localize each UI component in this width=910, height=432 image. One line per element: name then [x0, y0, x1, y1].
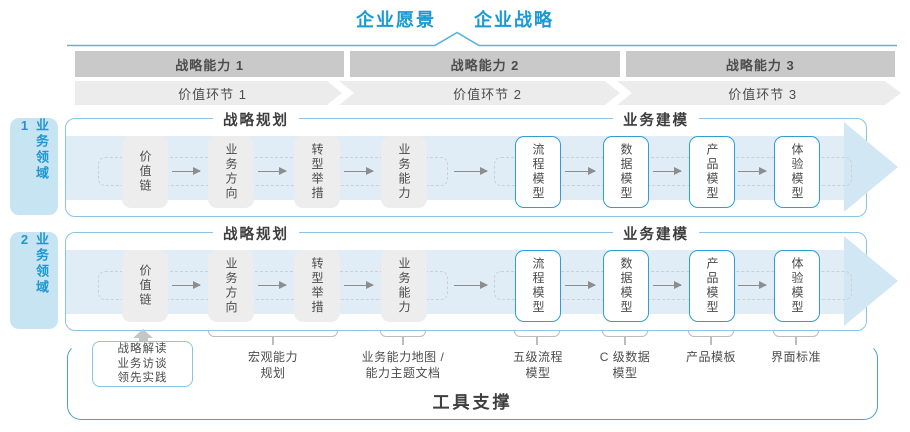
node-business-capability: 业务能力	[381, 250, 427, 322]
node-business-direction: 业务方向	[208, 136, 254, 208]
node-label: 业务方向	[224, 143, 238, 201]
capability-bar-3: 战略能力 3	[625, 51, 895, 77]
node-label: 转型举措	[310, 143, 324, 201]
capability-bar-1: 战略能力 1	[75, 51, 345, 77]
node-label: 业务能力	[397, 257, 411, 315]
page-title: 企业愿景 企业战略	[0, 6, 910, 32]
business-domain-row-2: 战略规划 业务建模 价值链 业务方向 转型举措 业务能力 流程模型 数据模型 产…	[65, 223, 898, 331]
node-experience-model: 体验模型	[774, 136, 820, 208]
flow-arrow-icon	[454, 281, 488, 288]
flow-arrow-icon	[258, 281, 287, 288]
brace-connector-icon	[380, 330, 426, 345]
business-domain-label-2: 业务领域 2	[10, 232, 58, 329]
node-transformation-initiatives: 转型举措	[294, 250, 340, 322]
node-label: 体验模型	[790, 143, 804, 201]
node-label: 数据模型	[619, 143, 633, 201]
dashed-modeling-stream	[494, 157, 852, 186]
node-business-capability: 业务能力	[381, 136, 427, 208]
dashed-modeling-stream	[494, 271, 852, 300]
section-title-modeling: 业务建模	[613, 223, 699, 244]
brace-connector-icon	[208, 330, 338, 345]
flow-band-arrowhead-icon	[844, 122, 898, 212]
flow-arrow-icon	[565, 281, 596, 288]
dashed-planning-stream	[98, 157, 448, 186]
node-product-model: 产品模型	[689, 136, 735, 208]
strategy-inputs-callout: 战略解读 业务访谈 领先实践	[92, 341, 193, 387]
node-business-direction: 业务方向	[208, 250, 254, 322]
callout-line: 业务访谈	[117, 357, 168, 370]
node-label: 价值链	[138, 264, 152, 308]
flow-arrow-icon	[653, 167, 682, 174]
flow-arrow-icon	[344, 167, 374, 174]
node-data-model: 数据模型	[603, 250, 649, 322]
tool-support-container: 工具支撑	[67, 344, 878, 420]
section-title-planning: 战略规划	[213, 109, 299, 130]
label-capability-map-docs: 业务能力地图 / 能力主题文档	[361, 350, 445, 381]
flow-arrow-icon	[653, 281, 682, 288]
flow-arrow-icon	[565, 167, 596, 174]
node-label: 业务能力	[397, 143, 411, 201]
node-product-model: 产品模型	[689, 250, 735, 322]
business-domain-row-1: 战略规划 业务建模 价值链 业务方向 转型举措 业务能力 流程模型 数据模型 产…	[65, 109, 898, 217]
flow-arrow-icon	[172, 281, 201, 288]
node-label: 产品模型	[705, 257, 719, 315]
vision-connector-line	[67, 31, 897, 47]
node-value-chain: 价值链	[122, 136, 168, 208]
node-label: 价值链	[138, 150, 152, 194]
dashed-planning-stream	[98, 271, 448, 300]
flow-arrow-icon	[172, 167, 201, 174]
flow-arrow-icon	[454, 167, 488, 174]
flow-arrow-icon	[258, 167, 287, 174]
node-label: 数据模型	[619, 257, 633, 315]
node-label: 转型举措	[310, 257, 324, 315]
vision-title: 企业愿景	[356, 10, 436, 30]
value-link-strip	[75, 81, 901, 105]
brace-connector-icon	[514, 330, 560, 345]
flow-band-arrowhead-icon	[844, 236, 898, 326]
value-link-1: 价值环节 1	[178, 86, 247, 102]
section-title-planning: 战略规划	[213, 223, 299, 244]
label-five-level-process-model: 五级流程 模型	[512, 350, 564, 381]
node-label: 流程模型	[531, 257, 545, 315]
business-domain-label-text: 业务领域 1	[17, 118, 49, 182]
label-ui-standard: 界面标准	[770, 350, 822, 364]
node-process-model: 流程模型	[515, 250, 561, 322]
section-title-modeling: 业务建模	[613, 109, 699, 130]
node-label: 产品模型	[705, 143, 719, 201]
brace-connector-icon	[773, 330, 819, 345]
node-label: 业务方向	[224, 257, 238, 315]
callout-line: 领先实践	[117, 372, 168, 385]
label-product-template: 产品模板	[685, 350, 737, 364]
brace-connector-icon	[602, 330, 648, 345]
business-domain-label-1: 业务领域 1	[10, 118, 58, 215]
flow-arrow-icon	[738, 281, 767, 288]
flow-arrow-icon	[738, 167, 767, 174]
brace-connector-icon	[688, 330, 734, 345]
strategic-capability-bars: 战略能力 1 战略能力 2 战略能力 3	[75, 51, 895, 77]
flow-arrow-icon	[344, 281, 374, 288]
node-label: 流程模型	[531, 143, 545, 201]
strategy-title: 企业战略	[474, 10, 554, 30]
node-experience-model: 体验模型	[774, 250, 820, 322]
node-data-model: 数据模型	[603, 136, 649, 208]
node-transformation-initiatives: 转型举措	[294, 136, 340, 208]
capability-bar-2: 战略能力 2	[350, 51, 620, 77]
node-label: 体验模型	[790, 257, 804, 315]
callout-line: 战略解读	[117, 342, 168, 355]
value-link-3: 价值环节 3	[728, 86, 798, 102]
business-domain-label-text: 业务领域 2	[17, 232, 49, 296]
label-macro-capability-planning: 宏观能力 规划	[247, 350, 299, 381]
value-link-band: 价值环节 1 价值环节 2 价值环节 3	[75, 81, 901, 105]
node-value-chain: 价值链	[122, 250, 168, 322]
label-c-level-data-model: C 级数据 模型	[599, 350, 651, 381]
node-process-model: 流程模型	[515, 136, 561, 208]
tool-support-title: 工具支撑	[432, 393, 513, 412]
value-link-2: 价值环节 2	[453, 86, 522, 102]
